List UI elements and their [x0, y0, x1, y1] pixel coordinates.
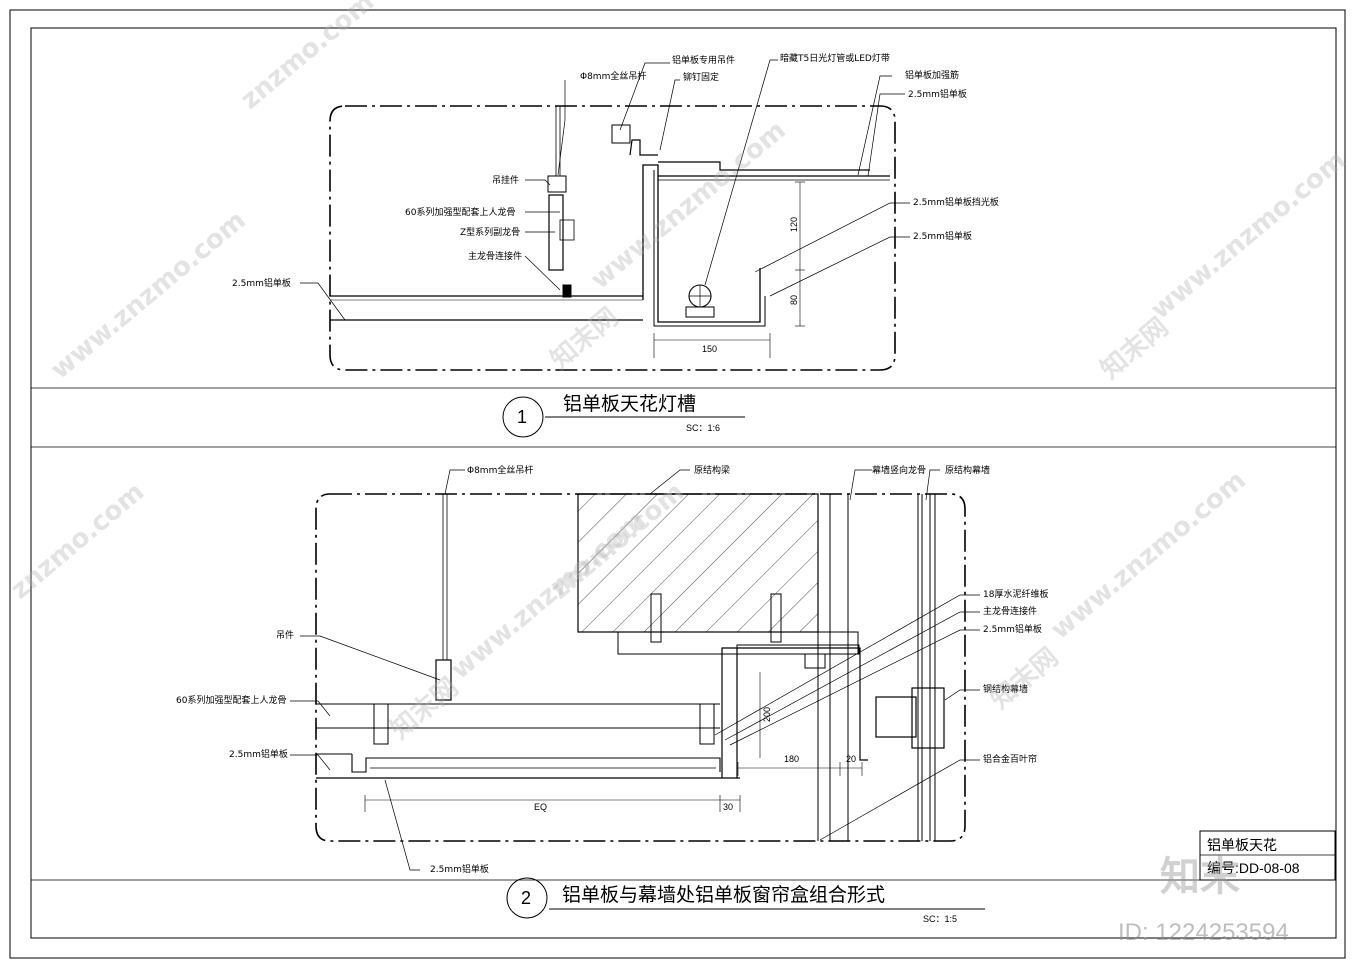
label-z-keel: Z型系列副龙骨: [460, 226, 520, 238]
label2-cement-board: 18厚水泥纤维板: [983, 588, 1048, 600]
detail-1: [300, 59, 910, 371]
label2-panel-bottom: 2.5mm铝单板: [430, 863, 489, 875]
dim-150: 150: [702, 344, 717, 354]
dim-120: 120: [789, 217, 799, 232]
svg-text:www.znzmo.com: www.znzmo.com: [1045, 465, 1251, 645]
structural-beam: [577, 493, 819, 633]
detail-2-title-text: 铝单板与幕墙处铝单板窗帘盒组合形式: [562, 884, 885, 906]
dim2-20: 20: [846, 754, 856, 764]
detail-2-title: 2 铝单板与幕墙处铝单板窗帘盒组合形式 SC：1:5: [506, 877, 985, 924]
label2-rod: Φ8mm全丝吊杆: [467, 464, 533, 476]
detail-1-title: 1 铝单板天花灯槽 SC：1:6: [502, 393, 745, 438]
watermark: www.znzmo.com znzmo.com 知末网 www.znzmo.co…: [5, 0, 1351, 946]
svg-text:知末网: 知末网: [385, 672, 464, 745]
label-panel-right: 2.5mm铝单板: [913, 230, 972, 242]
label2-curtain-wall: 原结构幕墙: [945, 464, 990, 476]
label2-beam: 原结构梁: [694, 464, 730, 476]
detail-2: [290, 469, 980, 871]
detail-1-number: 1: [517, 407, 527, 427]
svg-text:znzmo.com: znzmo.com: [5, 477, 150, 605]
label2-panel-a: 2.5mm铝单板: [983, 623, 1042, 635]
label-panel-top: 2.5mm铝单板: [908, 88, 967, 100]
label-rib: 铝单板加强筋: [905, 69, 959, 81]
detail-1-scale: SC：1:6: [686, 423, 720, 433]
svg-text:知末网: 知末网: [985, 642, 1064, 715]
detail-1-title-text: 铝单板天花灯槽: [563, 393, 696, 415]
label-hanger: 吊挂件: [492, 174, 519, 186]
label2-panel-left: 2.5mm铝单板: [229, 748, 288, 760]
inner-border: [30, 27, 1337, 939]
label-shield: 2.5mm铝单板挡光板: [913, 196, 999, 208]
label-main-keel: 60系列加强型配套上人龙骨: [405, 206, 515, 218]
label2-blinds: 铝合金百叶帘: [983, 753, 1037, 765]
label-bracket: 铝单板专用吊件: [672, 54, 735, 66]
detail-2-scale: SC：1:5: [923, 914, 957, 924]
svg-text:www.znzmo.com: www.znzmo.com: [45, 205, 251, 385]
detail-1-labels: Φ8mm全丝吊杆 铝单板专用吊件 铆钉固定 暗藏T5日光灯管或LED灯带 铝单板…: [232, 52, 999, 354]
dim2-30: 30: [723, 802, 733, 812]
dim2-eq: EQ: [534, 802, 547, 812]
leader-rod: [557, 80, 566, 176]
label2-connector: 主龙骨连接件: [983, 605, 1037, 617]
label-rivet: 铆钉固定: [683, 71, 719, 83]
section-boundary: [329, 105, 896, 371]
watermark-logo: 知末: [1160, 854, 1240, 900]
label-connector: 主龙骨连接件: [468, 250, 522, 262]
svg-text:知末网: 知末网: [545, 302, 624, 375]
label2-main-keel: 60系列加强型配套上人龙骨: [176, 694, 286, 706]
detail-2-labels: Φ8mm全丝吊杆 原结构梁 幕墙竖向龙骨 原结构幕墙 18厚水泥纤维板 主龙骨连…: [176, 464, 1048, 875]
section-boundary-2: [315, 493, 966, 842]
title-block-name: 铝单板天花: [1207, 837, 1277, 853]
title-block-code: 编号:DD-08-08: [1207, 860, 1300, 876]
label-panel-left: 2.5mm铝单板: [232, 277, 291, 289]
dim2-180: 180: [784, 754, 799, 764]
svg-text:www.znzmo.com: www.znzmo.com: [1145, 145, 1351, 325]
detail-2-number: 2: [521, 888, 531, 908]
dim-80: 80: [789, 295, 799, 305]
label-rod: Φ8mm全丝吊杆: [580, 70, 646, 82]
dim2-200: 200: [762, 707, 772, 722]
label2-hanger: 吊件: [276, 629, 294, 641]
title-block: 铝单板天花 编号:DD-08-08: [1199, 830, 1336, 881]
outer-border: [9, 9, 1346, 959]
label2-steel-wall: 钢结构幕墙: [983, 683, 1028, 695]
label2-mullion: 幕墙竖向龙骨: [872, 464, 926, 476]
label-light: 暗藏T5日光灯管或LED灯带: [780, 52, 890, 64]
light-trough: [642, 164, 761, 323]
watermark-id: ID: 1224253594: [1118, 919, 1289, 946]
svg-text:znzmo.com: znzmo.com: [235, 0, 380, 115]
